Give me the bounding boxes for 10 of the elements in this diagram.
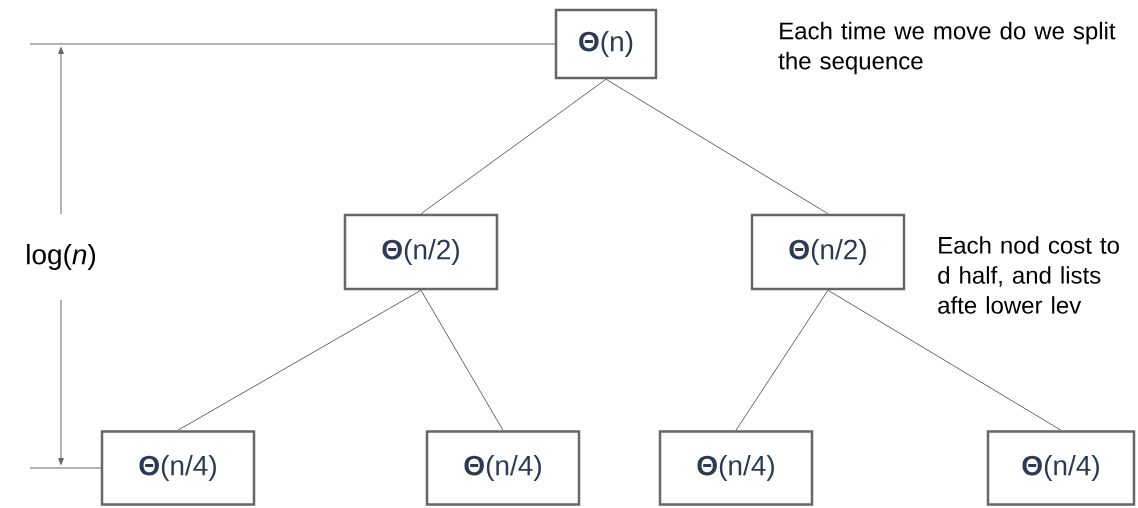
process-box: Θ(n/4) (986, 430, 1136, 506)
process-box: Θ(n) (554, 8, 658, 80)
note-text: Each nod cost to d half, and lists afte lower lev (938, 236, 1119, 314)
process-box: Θ(n/4) (100, 430, 256, 506)
process-box: Θ(n/4) (425, 430, 581, 506)
dimension-label: log(n) (22, 240, 100, 274)
process-box: Θ(n/2) (343, 213, 499, 291)
note-text: Each time we move do we split the sequence (778, 21, 1116, 75)
process-box: Θ(n/2) (750, 213, 906, 291)
process-box: Θ(n/4) (658, 430, 814, 506)
